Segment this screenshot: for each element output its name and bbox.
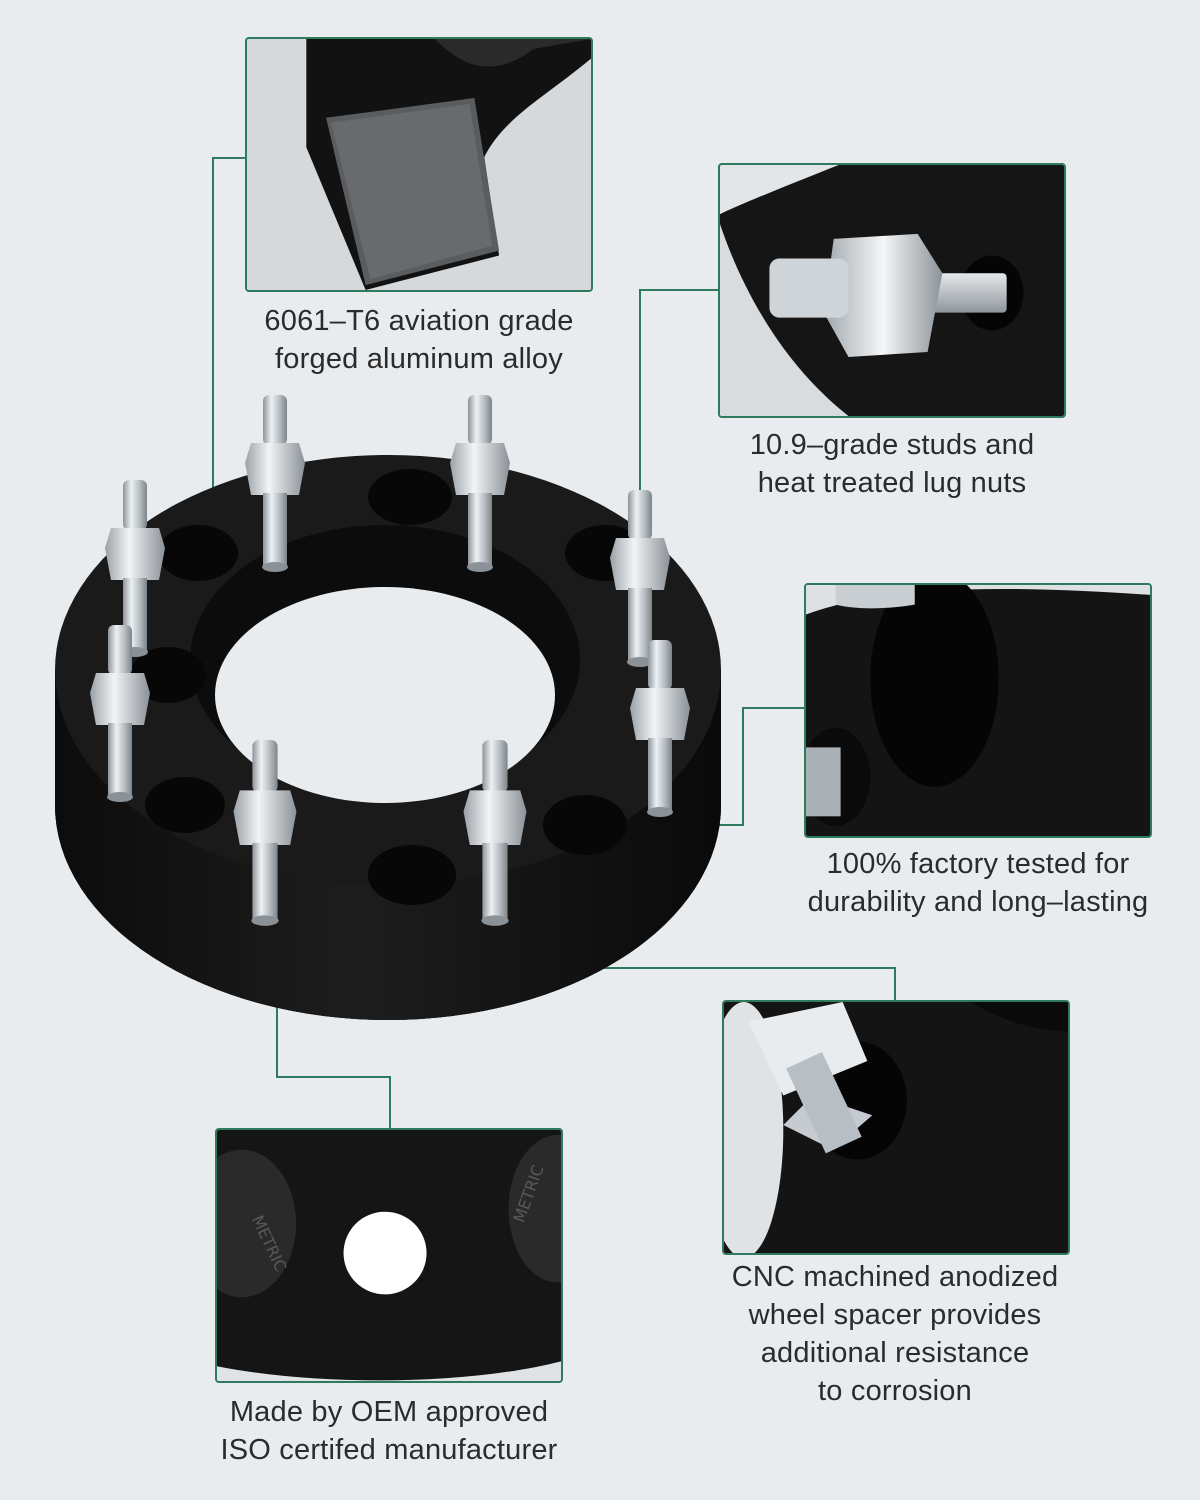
- detail-panel-certification: METRIC METRIC: [215, 1128, 563, 1383]
- wheel-spacer-image: [55, 395, 721, 1020]
- caption-certification: Made by OEM approved ISO certifed manufa…: [189, 1393, 589, 1469]
- lug-stud: [630, 640, 690, 817]
- lug-stud: [463, 740, 527, 926]
- caption-line: wheel spacer provides: [748, 1299, 1042, 1331]
- lug-stud: [90, 625, 150, 802]
- caption-testing: 100% factory tested for durability and l…: [778, 845, 1178, 921]
- caption-line: 10.9–grade studs and: [749, 429, 1035, 461]
- caption-studs: 10.9–grade studs and heat treated lug nu…: [692, 426, 1092, 502]
- lug-stud: [233, 740, 297, 926]
- caption-material: 6061–T6 aviation grade forged aluminum a…: [219, 302, 619, 378]
- caption-line: to corrosion: [818, 1375, 972, 1407]
- detail-panel-finish: [722, 1000, 1070, 1255]
- caption-line: durability and long–lasting: [807, 886, 1149, 918]
- lug-stud: [245, 395, 305, 572]
- detail-panel-material: [245, 37, 593, 292]
- caption-finish: CNC machined anodized wheel spacer provi…: [695, 1258, 1095, 1410]
- caption-line: 100% factory tested for: [826, 848, 1130, 880]
- detail-panel-studs: [718, 163, 1066, 418]
- lug-stud: [450, 395, 510, 572]
- caption-line: ISO certifed manufacturer: [220, 1434, 558, 1466]
- caption-line: 6061–T6 aviation grade: [264, 305, 574, 337]
- caption-line: forged aluminum alloy: [275, 343, 563, 375]
- caption-line: Made by OEM approved: [229, 1396, 549, 1428]
- caption-line: CNC machined anodized: [731, 1261, 1059, 1293]
- caption-line: additional resistance: [760, 1337, 1030, 1369]
- caption-line: heat treated lug nuts: [757, 467, 1027, 499]
- detail-panel-testing: [804, 583, 1152, 838]
